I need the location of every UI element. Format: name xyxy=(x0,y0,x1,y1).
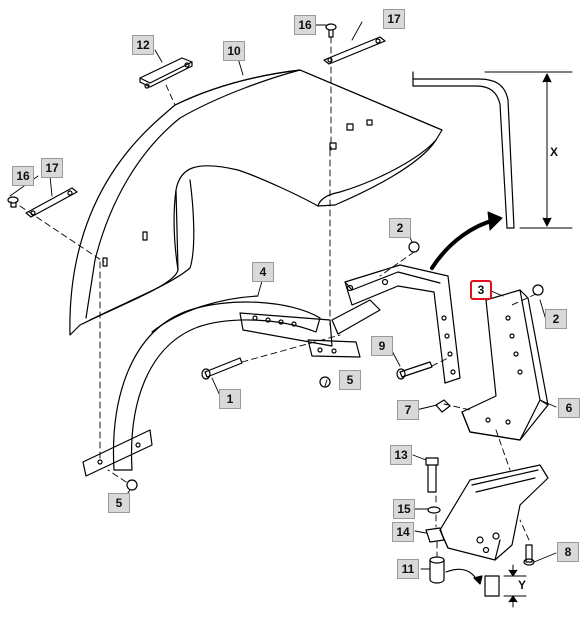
callout-1: 1 xyxy=(219,389,241,409)
tube-part xyxy=(412,71,515,229)
callout-11: 11 xyxy=(397,559,419,579)
callout-15: 15 xyxy=(393,499,415,519)
arched-support-part-4 xyxy=(82,295,361,477)
screw-part-16-left xyxy=(7,196,19,208)
callout-17-left: 17 xyxy=(41,158,63,178)
callout-8: 8 xyxy=(557,542,579,562)
bolt-part-8 xyxy=(523,544,535,566)
fender-part-10 xyxy=(69,69,443,336)
x-dimension-lines xyxy=(484,71,573,229)
transition-arrow xyxy=(430,211,503,270)
spacer-part-14 xyxy=(425,527,445,543)
callout-12: 12 xyxy=(132,35,154,55)
nut-part-2-left xyxy=(408,241,420,253)
bolt-part-13 xyxy=(425,457,439,493)
callout-5-center: 5 xyxy=(339,370,361,390)
nut-part-2-right xyxy=(532,284,544,296)
screw-part-16-top xyxy=(325,23,337,38)
callout-14: 14 xyxy=(392,522,414,542)
y-dimension-lines xyxy=(503,564,527,608)
bolt-part-9 xyxy=(396,361,433,380)
callout-13: 13 xyxy=(390,445,412,465)
callout-17-top: 17 xyxy=(383,9,405,29)
washer-part-15 xyxy=(427,506,441,514)
callout-16-left: 16 xyxy=(12,166,34,186)
callout-16-top: 16 xyxy=(294,15,316,35)
strap-part-17-top xyxy=(323,36,386,65)
callout-10: 10 xyxy=(223,41,245,61)
bracket-part-9 xyxy=(331,264,461,384)
callout-5-bottom: 5 xyxy=(108,493,130,513)
assembly-lines xyxy=(19,36,537,557)
nut-part-5-bottom xyxy=(126,479,138,491)
sleeve-section xyxy=(484,575,500,597)
dimension-y-label: Y xyxy=(518,578,527,592)
callout-3-highlighted: 3 xyxy=(470,280,492,300)
sleeve-arrow-head xyxy=(473,575,483,585)
sleeve-part-11 xyxy=(429,556,445,584)
dimension-x-label: X xyxy=(550,145,559,159)
callout-7: 7 xyxy=(397,400,419,420)
callout-2-upper: 2 xyxy=(389,218,411,238)
plate-part-12 xyxy=(139,57,193,89)
callout-2-right: 2 xyxy=(545,309,567,329)
callout-9: 9 xyxy=(371,336,393,356)
bracket-part-6 xyxy=(461,289,549,441)
nut-part-5-center xyxy=(319,376,331,388)
bolt-part-1 xyxy=(201,357,243,380)
sleeve-arrow xyxy=(445,568,479,583)
nut-part-7 xyxy=(435,399,451,413)
base-plate xyxy=(439,464,549,561)
callout-4: 4 xyxy=(252,262,274,282)
callout-6: 6 xyxy=(558,398,580,418)
